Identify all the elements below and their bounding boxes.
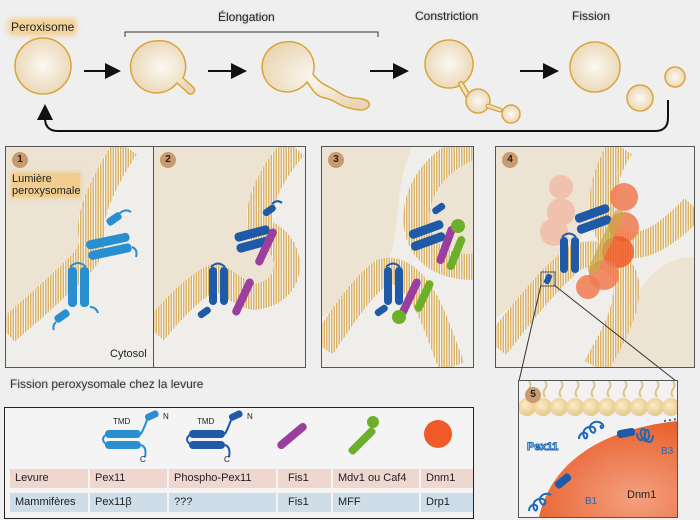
tmd-label-1: TMD xyxy=(113,417,131,426)
phospho-pex11-protein-bottom xyxy=(197,262,228,319)
fis1-protein-bottom xyxy=(232,278,254,316)
pex11-protein-top xyxy=(86,209,138,260)
elongation-bracket xyxy=(124,31,379,37)
dnm1-body xyxy=(539,421,677,517)
peroxisome-elongating xyxy=(129,39,196,95)
phospho-pex11-protein-bottom xyxy=(560,232,579,273)
phospho-pex11-legend-icon xyxy=(186,410,243,458)
dnm1-label: Dnm1 xyxy=(627,489,657,501)
constriction-medium xyxy=(465,88,491,114)
constriction-label: Constriction xyxy=(415,9,479,23)
fission-medium xyxy=(626,84,654,112)
elongation-label: Élongation xyxy=(218,10,275,24)
cell-dnm1: Dnm1 xyxy=(421,469,473,488)
panel-number-3: 3 xyxy=(328,152,344,168)
panel-3: 3 xyxy=(321,146,474,368)
panel-number-2: 2 xyxy=(160,152,176,168)
zoom-region-box xyxy=(540,271,556,287)
cell-mff: MFF xyxy=(333,493,419,512)
fission-small xyxy=(664,66,686,88)
cell-organism: Levure xyxy=(10,469,88,488)
constriction-large xyxy=(424,39,474,89)
c-label-2: C xyxy=(224,455,230,464)
mdv1-protein-top xyxy=(446,236,466,270)
panel-number-4: 4 xyxy=(502,152,518,168)
panel-number-1: 1 xyxy=(12,152,28,168)
peroxisome-round xyxy=(14,37,72,95)
lumen-label: Lumière peroxysomale xyxy=(12,173,81,197)
cell-unknown: ??? xyxy=(169,493,276,512)
cell-organism: Mammifères xyxy=(10,493,88,512)
protein-table: TMD N C TMD N C Levure Pex11 Phospho-Pex… xyxy=(4,407,474,519)
mdv1-head-bottom xyxy=(392,310,406,324)
return-cycle-arrow xyxy=(37,100,669,132)
c-label-1: C xyxy=(140,455,146,464)
cell-fis1: Fis1 xyxy=(278,493,331,512)
b3-label: B3 xyxy=(661,446,674,457)
mdv1-legend-icon xyxy=(348,416,379,455)
phospho-pex11-protein-bottom xyxy=(374,262,403,317)
dnm1-ring xyxy=(576,183,639,299)
phospho-pex11-protein-top xyxy=(574,204,612,234)
cell-mdv1: Mdv1 ou Caf4 xyxy=(333,469,419,488)
pex11-legend-icon xyxy=(102,410,159,458)
cytosol-label: Cytosol xyxy=(110,348,147,360)
panel-1: 1 Lumière peroxysomale Cytosol xyxy=(5,146,158,368)
b1-label: B1 xyxy=(585,496,598,507)
table-title: Fission peroxysomale chez la levure xyxy=(10,377,204,391)
pex11-helix xyxy=(528,418,677,512)
cell-drp1: Drp1 xyxy=(421,493,473,512)
panel-4: 4 xyxy=(495,146,695,368)
peroxisome-label: Peroxisome xyxy=(10,20,76,34)
mdv1-head-top xyxy=(451,219,465,233)
phospho-pex11-protein-top xyxy=(234,200,283,253)
fis1-protein-top xyxy=(436,225,456,265)
cell-pex11: Pex11 xyxy=(90,469,167,488)
pex11-label: Pex11 xyxy=(526,441,559,454)
fis1-protein-top xyxy=(255,228,277,266)
cell-pex11b: Pex11β xyxy=(90,493,167,512)
pex11-protein-bottom xyxy=(52,262,99,331)
panel-number-5: 5 xyxy=(525,387,541,403)
dnm1-legend-icon xyxy=(424,420,452,448)
mdv1-protein-bottom xyxy=(414,280,434,312)
fis1-legend-icon xyxy=(277,423,307,449)
n-label-1: N xyxy=(163,412,169,421)
panel-2: 2 xyxy=(153,146,306,368)
n-label-2: N xyxy=(247,412,253,421)
fis1-protein-bottom xyxy=(399,278,421,316)
lumen-label-line1: Lumière xyxy=(12,173,52,185)
cell-phospho-pex11: Phospho-Pex11 xyxy=(169,469,276,488)
fission-label: Fission xyxy=(572,9,611,23)
tmd-label-2: TMD xyxy=(197,417,215,426)
constriction-small xyxy=(501,104,521,124)
division-cycle-diagram xyxy=(14,31,686,132)
panel-5-zoom: 5 Pex11 B3 B1 Dnm1 xyxy=(518,380,678,518)
legend-icons xyxy=(102,410,452,458)
phospho-pex11-protein-top xyxy=(408,202,446,251)
fission-large xyxy=(569,41,621,93)
peroxisome-elongated xyxy=(261,40,370,111)
cell-fis1: Fis1 xyxy=(278,469,331,488)
lumen-label-line2: peroxysomale xyxy=(12,185,81,197)
